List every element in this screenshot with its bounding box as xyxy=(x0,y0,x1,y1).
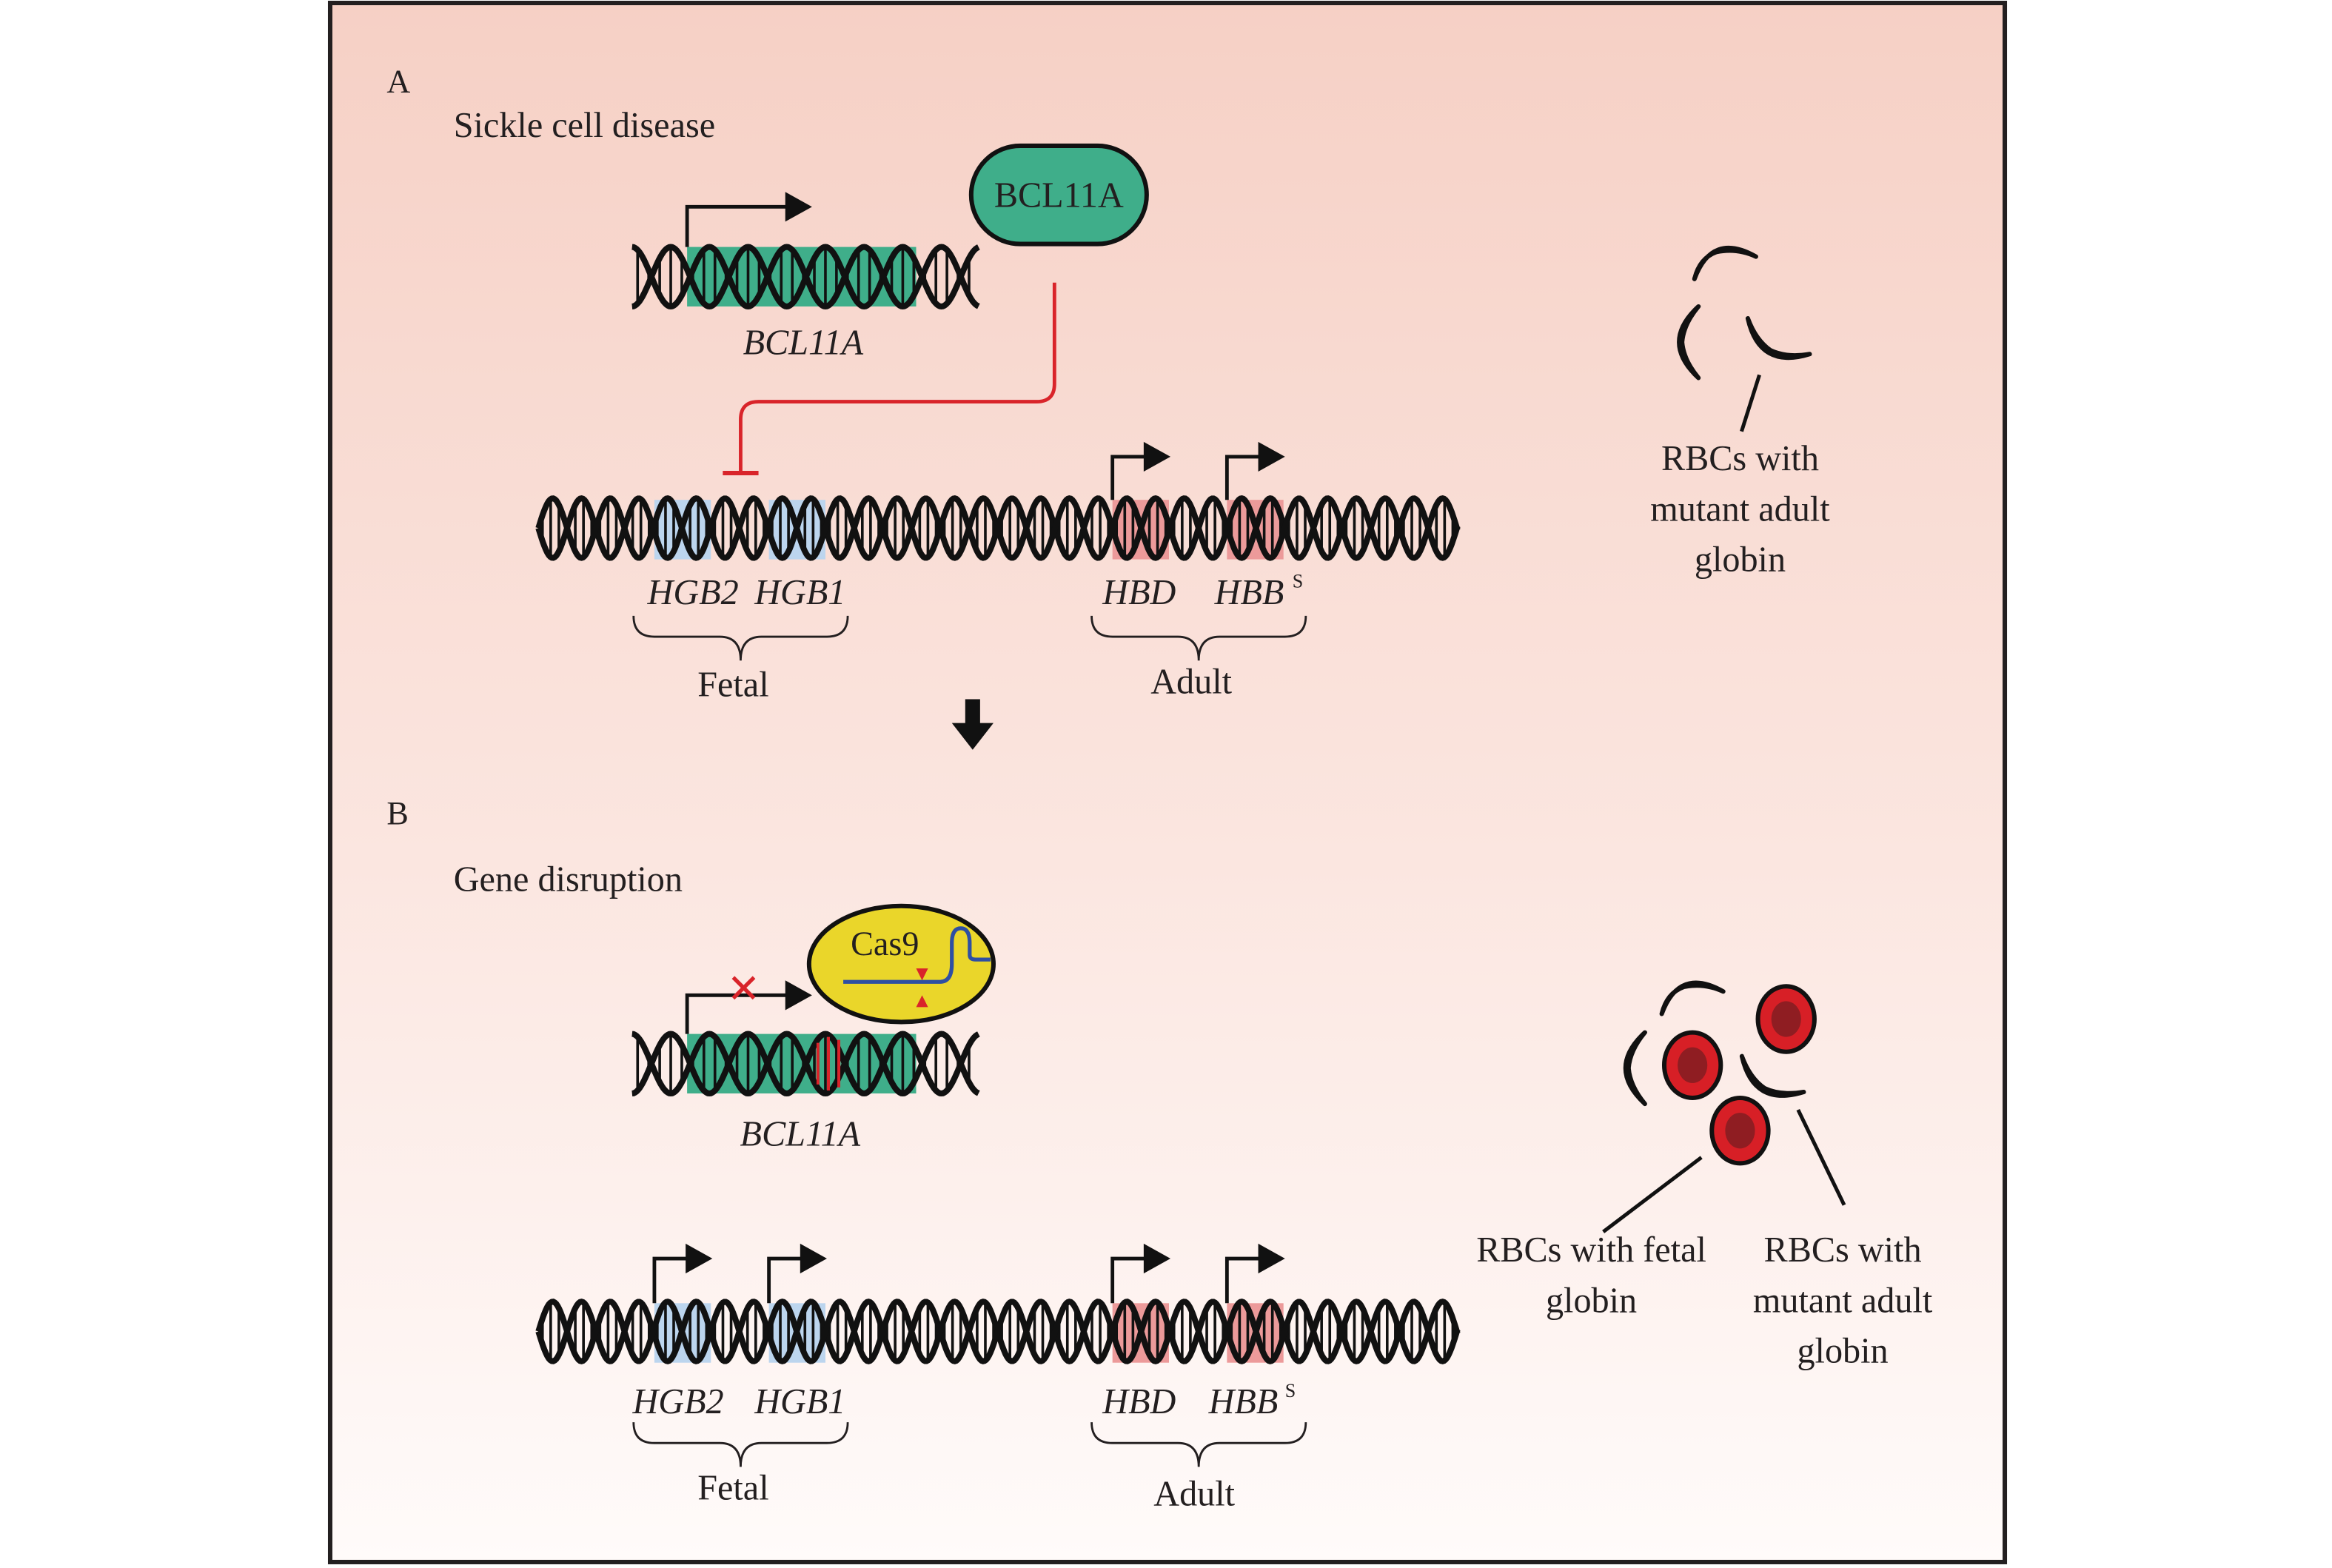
rbc-pointer-line-mutant xyxy=(1796,1108,1846,1206)
panel-b-title: Gene disruption xyxy=(454,860,683,899)
arrow-head-icon xyxy=(800,1243,827,1274)
repression-line xyxy=(739,282,1056,474)
panel-b: B Gene disruption Cas9 BCL11A xyxy=(386,795,1933,1513)
promoter-arrow-hbd xyxy=(1110,1256,1145,1304)
rbc-pointer-line xyxy=(1740,374,1761,432)
globin-locus-b: HGB2 HGB1 HBD HBB S Fetal Adult xyxy=(535,1243,1461,1514)
promoter-arrow-hgb1 xyxy=(767,1256,802,1304)
promoter-arrow-hbd xyxy=(1110,455,1145,500)
brace-adult xyxy=(1090,615,1307,661)
dna-strand xyxy=(631,244,980,309)
gene-label-hgb1: HGB1 xyxy=(754,1382,845,1421)
gene-label-hgb2: HGB2 xyxy=(631,1382,723,1421)
rbc-label-a-line2: mutant adult xyxy=(1650,489,1830,529)
dna-strand xyxy=(631,1031,980,1097)
guide-rna xyxy=(843,926,991,984)
promoter-arrow-hbbs xyxy=(1224,455,1260,500)
gene-label-hbb: HBB xyxy=(1208,1382,1279,1421)
gene-label-hbb: HBB xyxy=(1214,573,1284,612)
rbc-mutant-label-line2: mutant adult xyxy=(1753,1281,1933,1320)
rbc-fetal-label-line2: globin xyxy=(1546,1281,1637,1320)
brace-fetal xyxy=(632,615,849,661)
transition-arrow-icon xyxy=(951,699,994,750)
promoter-arrow-hgb2 xyxy=(652,1256,688,1304)
cut-site-icon xyxy=(916,968,928,981)
panel-b-letter: B xyxy=(386,795,408,831)
group-label-adult: Adult xyxy=(1153,1475,1235,1514)
gene-label-hbb-superscript: S xyxy=(1285,1380,1296,1401)
arrow-head-icon xyxy=(1143,1243,1171,1274)
arrow-head-icon xyxy=(1143,441,1171,472)
normal-rbc-icon xyxy=(1709,1095,1771,1166)
group-label-fetal: Fetal xyxy=(697,665,768,704)
rbc-fetal-label-line1: RBCs with fetal xyxy=(1476,1230,1706,1270)
bcl11a-protein: BCL11A xyxy=(968,143,1149,247)
panel-a-letter: A xyxy=(386,64,410,100)
rbc-label-a-line1: RBCs with xyxy=(1661,439,1819,478)
sickle-cell-icon xyxy=(1623,1030,1647,1107)
rbc-mutant-label-line3: globin xyxy=(1797,1332,1888,1371)
rbc-pointer-line-fetal xyxy=(1602,1156,1703,1233)
dna-helix-bcl11a-b xyxy=(631,1031,980,1097)
rbc-label-a-line3: globin xyxy=(1695,540,1786,580)
bcl11a-gene-b: BCL11A xyxy=(631,976,980,1153)
sickle-cell-icon xyxy=(1677,304,1701,381)
gene-label-hbb-superscript: S xyxy=(1293,571,1304,592)
normal-rbc-icon xyxy=(1661,1030,1723,1101)
arrow-head-icon xyxy=(686,1243,713,1274)
arrow-head-icon xyxy=(1258,441,1285,472)
rbc-cluster-b: RBCs with fetal globin RBCs with mutant … xyxy=(1476,980,1933,1371)
dna-helix-locus-b xyxy=(535,1299,1461,1364)
dna-strand xyxy=(535,1299,1461,1364)
dna-helix-bcl11a-a xyxy=(631,244,980,309)
promoter-arrow-hbbs xyxy=(1224,1256,1260,1304)
block-x-icon xyxy=(731,976,756,1000)
normal-rbc-icon xyxy=(1755,984,1817,1054)
arrow-head-icon xyxy=(1258,1243,1285,1274)
promoter-arrow-bcl11a xyxy=(685,204,788,247)
gene-label-hbd: HBD xyxy=(1102,1382,1176,1421)
bcl11a-gene-a: BCL11A xyxy=(631,192,980,362)
arrow-head-icon xyxy=(785,192,812,222)
rbc-mutant-label-line1: RBCs with xyxy=(1764,1230,1922,1270)
gene-label-hgb1: HGB1 xyxy=(754,573,845,612)
cas9-label: Cas9 xyxy=(851,925,919,962)
bcl11a-gene-label-a: BCL11A xyxy=(743,323,864,362)
promoter-arrow-bcl11a-blocked xyxy=(685,993,788,1034)
group-label-adult: Adult xyxy=(1150,662,1232,701)
bcl11a-gene-label-b: BCL11A xyxy=(740,1114,861,1153)
bcl11a-protein-label: BCL11A xyxy=(994,175,1124,215)
group-label-fetal: Fetal xyxy=(697,1469,768,1508)
brace-adult xyxy=(1090,1422,1307,1467)
globin-locus-a: HGB2 HGB1 HBD HBB S Fetal Adult xyxy=(535,441,1461,704)
panel-a-title: Sickle cell disease xyxy=(454,106,715,145)
arrow-head-icon xyxy=(785,980,812,1011)
cas9-complex: Cas9 xyxy=(806,903,996,1025)
brace-fetal xyxy=(632,1422,849,1467)
cut-site-icon xyxy=(916,995,928,1008)
sickle-cell-icon xyxy=(1745,316,1812,361)
sickle-cell-icon xyxy=(1659,980,1726,1016)
sickle-cell-icon xyxy=(1692,245,1758,281)
panel-a: A Sickle cell disease BCL11A BCL11A xyxy=(386,64,1830,705)
gene-label-hgb2: HGB2 xyxy=(647,573,739,612)
rbc-cluster-a: RBCs with mutant adult globin xyxy=(1650,245,1830,580)
gene-label-hbd: HBD xyxy=(1102,573,1176,612)
dna-helix-locus-a xyxy=(535,495,1461,561)
dna-strand xyxy=(535,495,1461,561)
sickle-cell-icon xyxy=(1739,1053,1806,1098)
